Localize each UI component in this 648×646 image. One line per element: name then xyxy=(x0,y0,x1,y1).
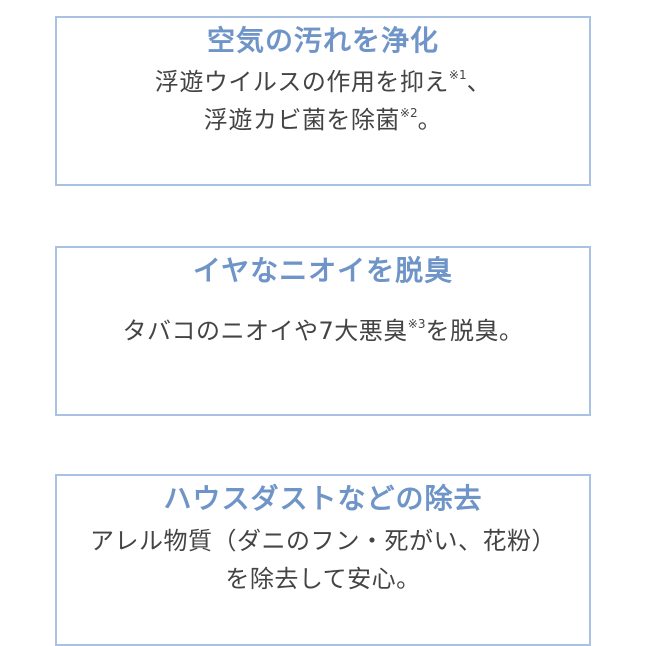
card-title: 空気の汚れを浄化 xyxy=(190,23,456,60)
description-line: タバコのニオイや7大悪臭※3を脱臭。 xyxy=(57,312,589,350)
description-line: 浮遊ウイルスの作用を抑え※1、 xyxy=(57,63,589,101)
card-title: イヤなニオイを脱臭 xyxy=(176,253,470,290)
description-text: 。 xyxy=(417,106,443,134)
description-text: タバコのニオイや7大悪臭 xyxy=(122,317,408,345)
description-line: を除去して安心。 xyxy=(225,565,421,593)
card-description: タバコのニオイや7大悪臭※3を脱臭。 xyxy=(57,312,589,350)
card-description: アレル物質（ダニのフン・死がい、花粉） を除去して安心。 xyxy=(57,522,589,598)
description-text: を脱臭。 xyxy=(425,317,524,345)
description-text: 浮遊カビ菌を除菌 xyxy=(203,106,400,134)
feature-card-deodorize: イヤなニオイを脱臭 タバコのニオイや7大悪臭※3を脱臭。 xyxy=(55,246,591,416)
description-line: 浮遊カビ菌を除菌※2。 xyxy=(57,101,589,139)
feature-card-house-dust: ハウスダストなどの除去 アレル物質（ダニのフン・死がい、花粉） を除去して安心。 xyxy=(55,474,591,646)
footnote-mark: ※3 xyxy=(407,317,426,331)
feature-card-air-purification: 空気の汚れを浄化 浮遊ウイルスの作用を抑え※1、 浮遊カビ菌を除菌※2。 xyxy=(55,16,591,186)
footnote-mark: ※2 xyxy=(399,106,418,120)
card-description: 浮遊ウイルスの作用を抑え※1、 浮遊カビ菌を除菌※2。 xyxy=(57,63,589,139)
description-text: 、 xyxy=(466,68,492,96)
description-text: 浮遊ウイルスの作用を抑え xyxy=(154,68,449,96)
footnote-mark: ※1 xyxy=(448,68,467,82)
card-title: ハウスダストなどの除去 xyxy=(147,481,499,518)
description-line: アレル物質（ダニのフン・死がい、花粉） xyxy=(90,527,556,555)
